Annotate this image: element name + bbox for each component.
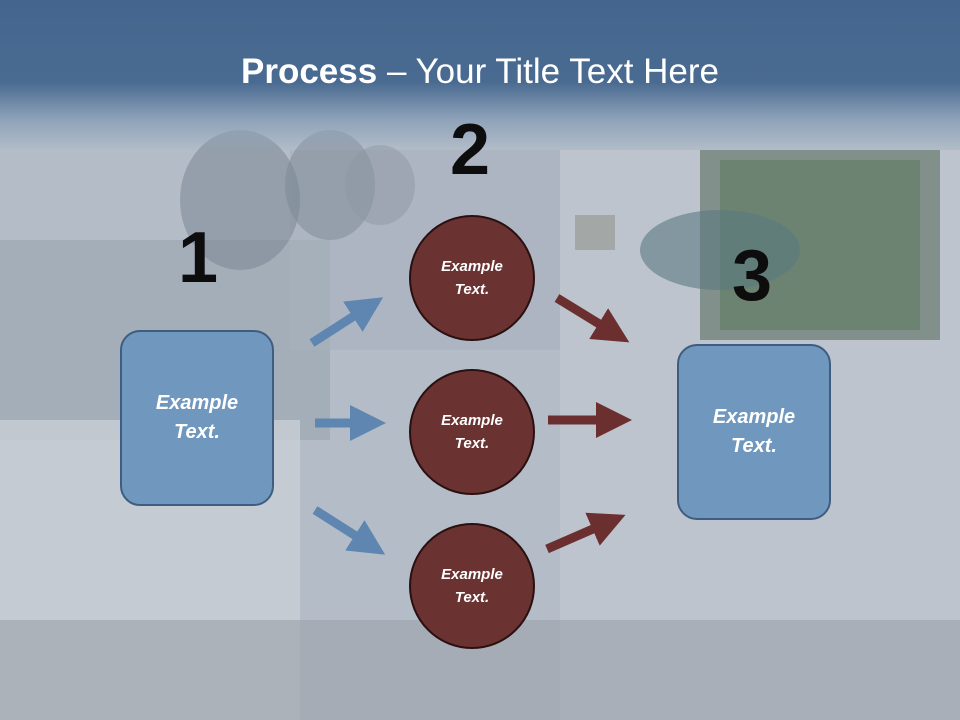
step-number-3: 3 bbox=[732, 236, 773, 316]
top-circle-label: Example Text. bbox=[441, 258, 503, 298]
middle-circle-node[interactable]: Example Text. bbox=[409, 369, 535, 495]
left-box-label: Example Text. bbox=[155, 392, 239, 443]
title-rest: – Your Title Text Here bbox=[377, 52, 719, 91]
right-box-label: Example Text. bbox=[712, 406, 796, 457]
middle-circle-label: Example Text. bbox=[441, 412, 503, 452]
left-process-box[interactable]: Example Text. bbox=[120, 330, 274, 506]
slide-title: Process – Your Title Text Here bbox=[0, 52, 960, 92]
top-circle-node[interactable]: Example Text. bbox=[409, 215, 535, 341]
bottom-circle-label: Example Text. bbox=[441, 566, 503, 606]
bottom-circle-node[interactable]: Example Text. bbox=[409, 523, 535, 649]
step-number-1: 1 bbox=[178, 218, 219, 298]
arrow-bottom-to-right bbox=[545, 512, 626, 554]
right-process-box[interactable]: Example Text. bbox=[677, 344, 831, 520]
arrow-left-to-bottom bbox=[312, 506, 386, 555]
step-number-2: 2 bbox=[450, 110, 491, 190]
arrow-top-to-right bbox=[554, 294, 630, 343]
title-bold: Process bbox=[241, 52, 378, 91]
arrow-left-to-top bbox=[309, 297, 384, 347]
title-bar bbox=[0, 0, 960, 150]
